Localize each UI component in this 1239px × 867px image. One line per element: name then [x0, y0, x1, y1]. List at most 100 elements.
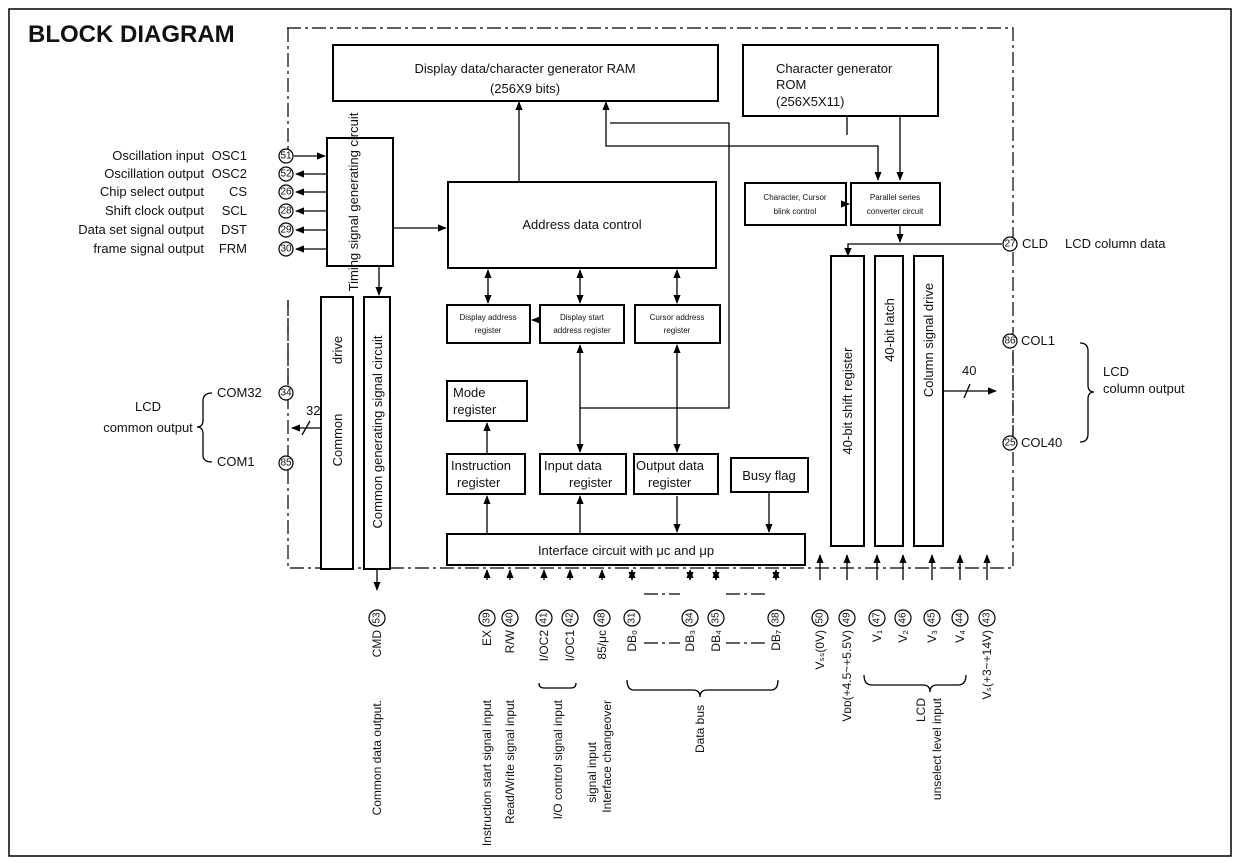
pin-28: 28 [280, 206, 292, 217]
ex-pin-name: EX [480, 630, 494, 646]
frm-name: FRM [219, 241, 247, 256]
input-data-register-label-2: register [569, 475, 613, 490]
pin-29: 29 [280, 225, 292, 236]
pin-30: 30 [280, 244, 292, 255]
rom-label-2: ROM [776, 77, 806, 92]
pin-41: 41 [539, 612, 550, 624]
column-output-label-2: column output [1103, 381, 1185, 396]
instruction-register-label: Instruction [451, 458, 511, 473]
pin-34-com32: 34 [280, 388, 292, 399]
mode-register [446, 380, 528, 422]
pin-39: 39 [482, 612, 493, 624]
col1-label: COL1 [1021, 333, 1055, 348]
display-start-address-register [539, 304, 625, 344]
data-bus-desc: Data bus [693, 705, 707, 753]
timing-circuit-block [326, 137, 394, 267]
scl-name: SCL [222, 203, 247, 218]
common-generating-label: Common generating signal circuit [370, 335, 385, 528]
blink-control-label-2: blink control [774, 207, 817, 216]
ram-label: Display data/character generator RAM [414, 61, 635, 76]
right-signals: CLD LCD column data COL1 COL40 40 LCD co… [943, 236, 1185, 450]
cld-desc: LCD column data [1065, 236, 1166, 251]
pin-48: 48 [597, 612, 608, 624]
common-output-group: LCD common output COM32 COM1 32 [103, 300, 320, 469]
ioc2-pin-name: I/OC2 [537, 630, 551, 662]
instruction-register [446, 453, 526, 495]
pin-42: 42 [565, 612, 576, 624]
pin-53: 53 [372, 612, 383, 624]
internal-connections [375, 101, 1002, 534]
pin-26: 26 [280, 187, 292, 198]
frm-desc: frame signal output [93, 241, 204, 256]
column-drive-block [913, 255, 944, 547]
rom-label: Character generator [776, 61, 893, 76]
display-address-register-label-2: register [475, 326, 502, 335]
rw-pin-name: R/W [503, 629, 517, 653]
com1-label: COM1 [217, 454, 255, 469]
db3-pin-name: DB₃ [683, 630, 697, 652]
display-address-register [446, 304, 531, 344]
pin-27: 27 [1004, 239, 1016, 250]
pin-49: 49 [842, 612, 853, 624]
pin-50: 50 [815, 612, 826, 624]
pin-51: 51 [280, 151, 292, 162]
address-data-control-label: Address data control [522, 217, 641, 232]
pin-52: 52 [280, 169, 292, 180]
common-data-desc: Common data output. [370, 700, 384, 815]
pin-25: 25 [1004, 438, 1016, 449]
column-drive-label: Column signal drive [921, 283, 936, 397]
cursor-address-register [634, 304, 721, 344]
dst-name: DST [221, 222, 247, 237]
busy-flag-label: Busy flag [742, 468, 795, 483]
pin-43: 43 [982, 612, 993, 624]
pin-38: 38 [771, 612, 782, 624]
bottom-descriptions: Common data output. Instruction start si… [370, 674, 967, 846]
bottom-pins: 53 39 40 41 42 48 31 34 35 38 50 49 47 4… [368, 609, 996, 627]
com32-label: COM32 [217, 385, 262, 400]
blink-control-label: Character, Cursor [763, 193, 826, 202]
parallel-series-block [850, 182, 941, 226]
com-count-label: 32 [306, 403, 320, 418]
vss-pin-name: Vₛₛ(0V) [813, 630, 827, 670]
unselect-level-desc: unselect level input [930, 697, 944, 800]
dst-desc: Data set signal output [78, 222, 204, 237]
common-drive-label: Common [330, 414, 345, 467]
parallel-series-label-2: converter circuit [867, 207, 924, 216]
shift-register-label: 40-bit shift register [840, 347, 855, 455]
output-data-register-label: Output data [636, 458, 705, 473]
pin-40: 40 [505, 612, 516, 624]
common-pins: 34 85 [278, 385, 294, 471]
address-data-control-block [447, 181, 717, 269]
pin-85: 85 [280, 458, 292, 469]
display-start-register-label-2: address register [553, 326, 611, 335]
common-drive-block [320, 296, 354, 570]
ram-block [332, 44, 719, 102]
interface-changeover-desc: Interface changeover [600, 700, 614, 813]
v4-pin-name: V₄ [953, 630, 967, 643]
mode-register-label: Mode [453, 385, 486, 400]
cursor-address-register-label: Cursor address [650, 313, 705, 322]
timing-circuit-label: Timing signal generating circuit [346, 112, 361, 291]
col40-label: COL40 [1021, 435, 1062, 450]
parallel-series-label: Parallel series [870, 193, 920, 202]
shift-register-block [830, 255, 865, 547]
pin-45: 45 [927, 612, 938, 624]
chip-boundary [287, 27, 1014, 569]
osc1-name: OSC1 [212, 148, 247, 163]
ram-size: (256X9 bits) [490, 81, 560, 96]
uc-select-pin-name: 85/μc [595, 630, 609, 660]
cs-name: CS [229, 184, 247, 199]
lcd-desc: LCD [914, 698, 928, 722]
pin-34-db3: 34 [685, 612, 696, 624]
left-signal-wires [294, 152, 327, 253]
right-pins: 27 86 25 [1002, 236, 1018, 451]
pin-86: 86 [1004, 336, 1016, 347]
instruction-start-desc: Instruction start signal input [480, 699, 494, 846]
vs-pin-name: Vₛ(+3~+14V) [980, 630, 994, 700]
bottom-pin-names: CMD EX R/W I/OC2 I/OC1 85/μc DB₀ DB₃ DB₄… [370, 629, 994, 721]
v3-pin-name: V₃ [925, 630, 939, 643]
pin-47: 47 [872, 612, 883, 624]
v2-pin-name: V₂ [896, 630, 910, 643]
